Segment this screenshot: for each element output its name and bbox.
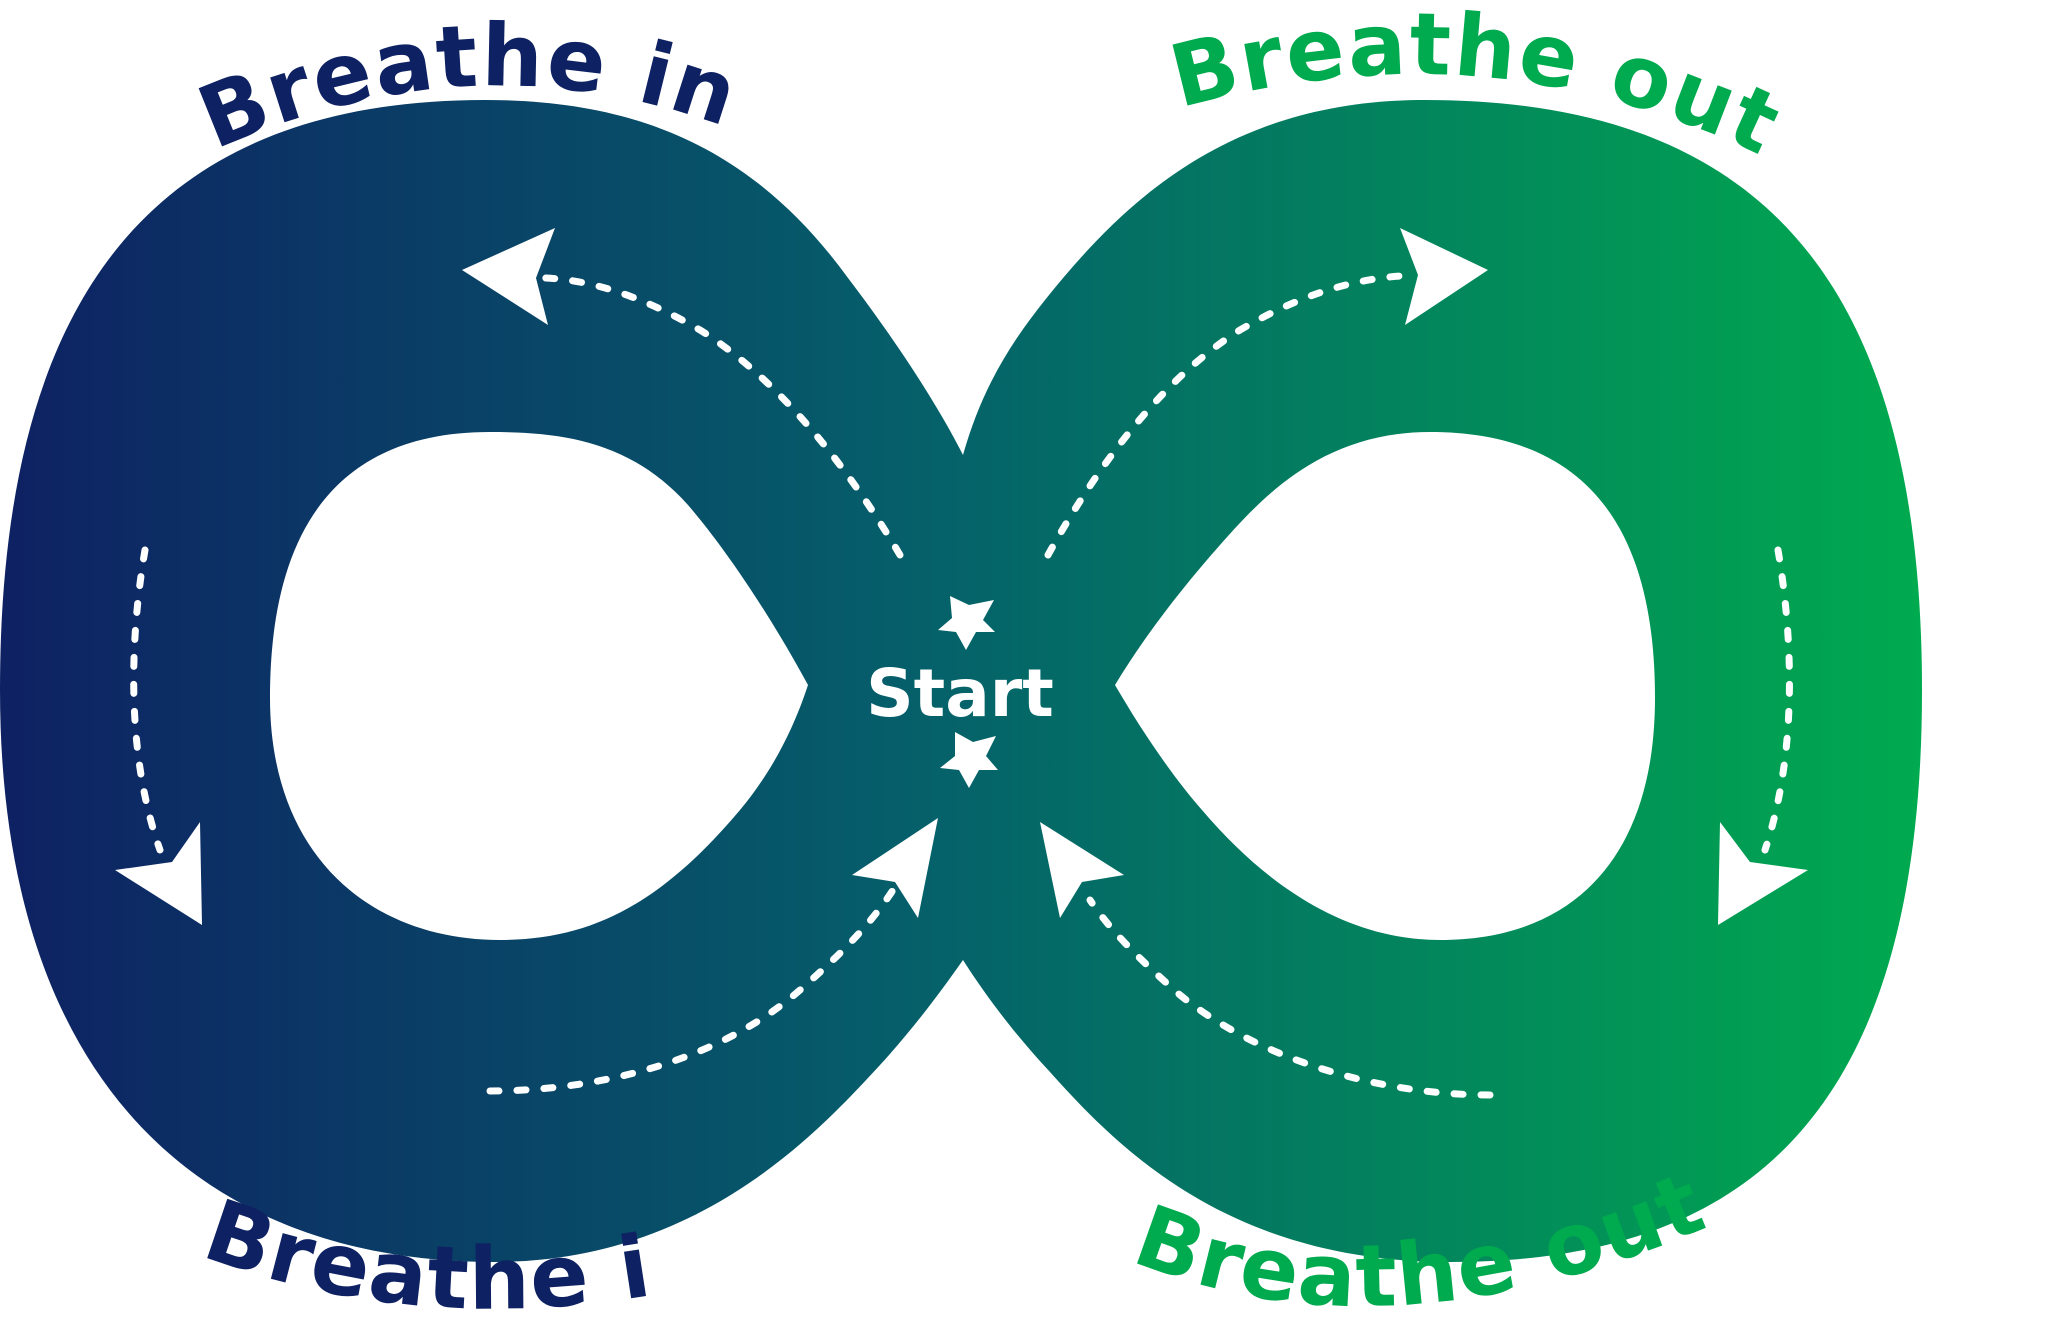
- star-icon: [938, 596, 995, 650]
- infinity-loop: [0, 100, 1922, 1262]
- arrowhead-center-from-right: [1040, 822, 1124, 918]
- arrow-path-center-to-top-right: [1044, 272, 1404, 559]
- arrowhead-center-from-left: [852, 818, 938, 918]
- start-label: Start: [866, 655, 1054, 732]
- arrowhead-bottom-left: [115, 822, 202, 925]
- arrowhead-top-right: [1400, 228, 1488, 325]
- arrow-path-center-to-top-left: [541, 274, 904, 559]
- breathing-arrows: [115, 228, 1808, 1099]
- arrow-path-bottom-right-to-center: [1086, 896, 1494, 1099]
- arrowhead-bottom-right: [1718, 822, 1808, 925]
- star-icon: [940, 732, 998, 788]
- arrowhead-top-left: [462, 228, 555, 325]
- arrow-path-bottom-left-to-center: [486, 886, 897, 1095]
